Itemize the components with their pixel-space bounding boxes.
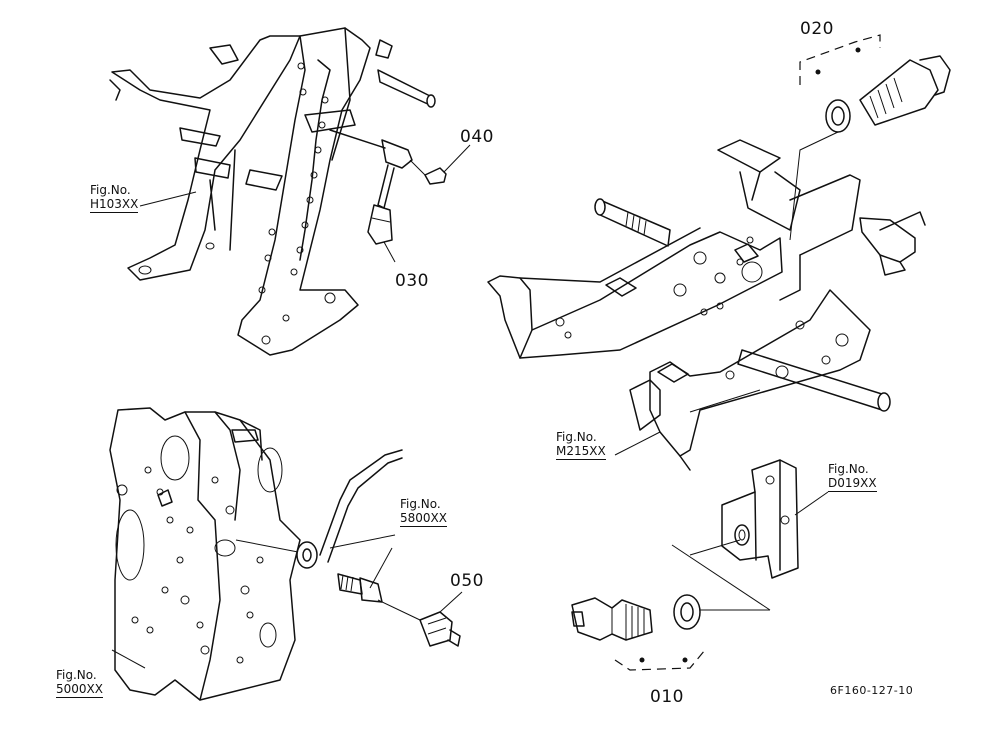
- fig-ref-m215: Fig.No. M215XX: [556, 430, 606, 460]
- drawing-code: 6F160-127-10: [830, 684, 914, 697]
- fig-ref-5800: Fig.No. 5800XX: [400, 497, 447, 527]
- engine-block: [109, 407, 301, 701]
- fig-ref-d019: Fig.No. D019XX: [828, 462, 877, 492]
- sensor-030: [329, 129, 413, 263]
- fig-ref-5000: Fig.No. 5000XX: [56, 668, 103, 698]
- fitting-020: [789, 34, 951, 241]
- fig-ref-h103: Fig.No. H103XX: [90, 183, 139, 213]
- fig-code: M215XX: [556, 444, 606, 460]
- fig-label: Fig.No.: [828, 462, 869, 476]
- fig-code: H103XX: [90, 197, 139, 213]
- callout-050: 050: [450, 571, 484, 591]
- bolt-040: [409, 144, 471, 185]
- bracket-d019: [671, 459, 829, 611]
- callout-010: 010: [650, 687, 684, 707]
- fig-code: 5000XX: [56, 682, 103, 698]
- callout-020: 020: [800, 19, 834, 39]
- fig-code: 5800XX: [400, 511, 447, 527]
- fig-label: Fig.No.: [90, 183, 131, 197]
- oil-pipe-fitting: [235, 449, 421, 621]
- frame-bracket-assembly: [109, 27, 436, 356]
- fig-label: Fig.No.: [556, 430, 597, 444]
- callout-040: 040: [460, 127, 494, 147]
- switch-050: [419, 591, 463, 647]
- callout-030: 030: [395, 271, 429, 291]
- fig-label: Fig.No.: [400, 497, 441, 511]
- main-frame-assembly: [487, 139, 926, 471]
- fig-label: Fig.No.: [56, 668, 97, 682]
- fitting-010: [571, 594, 770, 671]
- fig-code: D019XX: [828, 476, 877, 492]
